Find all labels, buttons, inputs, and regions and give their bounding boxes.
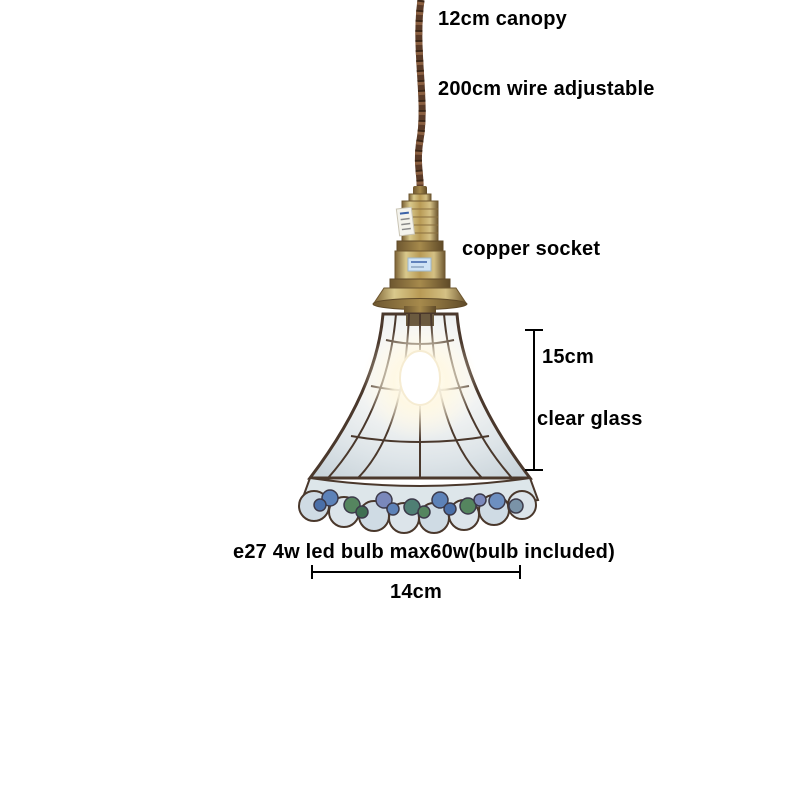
socket-blue-sticker [407,257,432,272]
pendant-wire [414,0,426,191]
width-measure-line [311,565,521,579]
socket-label: copper socket [462,238,601,260]
light-bulb [399,350,441,406]
height-measure-line [525,329,543,471]
bulb-label: e27 4w led bulb max60w(bulb included) [233,541,615,563]
flower-band [298,476,540,534]
glass-shade [306,312,534,480]
canopy-label: 12cm canopy [438,8,567,30]
height-label: 15cm [542,346,594,368]
glass-label: clear glass [537,408,643,430]
width-label: 14cm [390,581,442,603]
socket-label-sticker [395,206,416,237]
wire-label: 200cm wire adjustable [438,78,655,100]
copper-socket [372,186,468,314]
